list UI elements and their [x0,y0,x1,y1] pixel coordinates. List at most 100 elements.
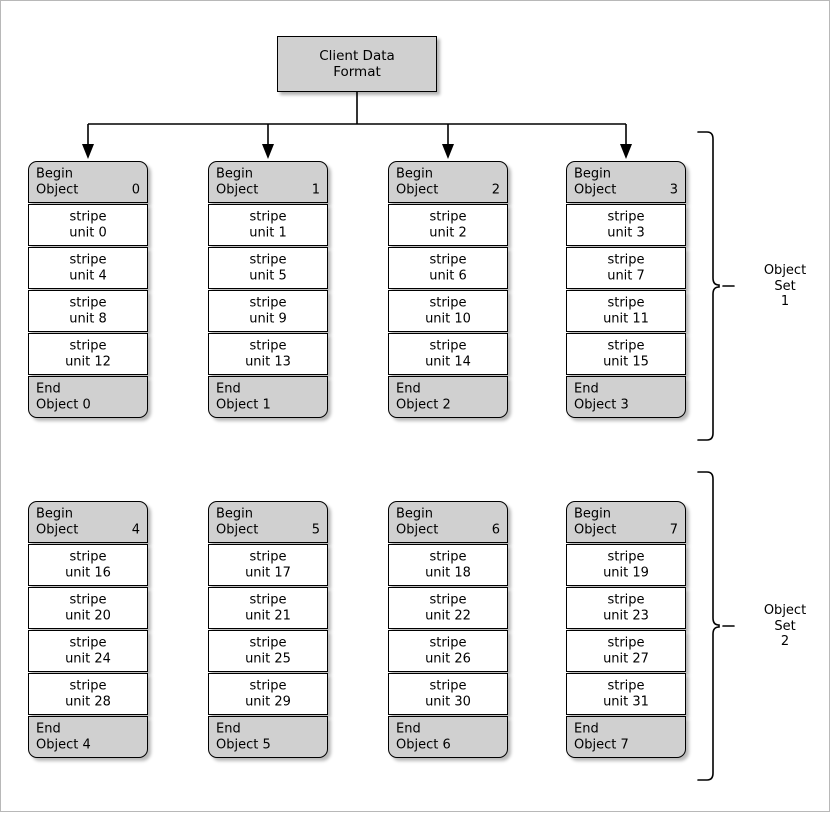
stripe-line2: unit 28 [65,694,111,709]
stripe-line2: unit 29 [245,694,291,709]
object-footer-line1: End [36,721,61,737]
stripe-unit-box[interactable]: stripe unit 2 [388,204,508,246]
stripe-line1: stripe [249,338,287,354]
arrowhead-0 [82,144,94,159]
stripe-line2: unit 9 [249,311,287,326]
stripe-line2: unit 19 [603,565,649,580]
object-footer-box[interactable]: End Object 6 [388,716,508,758]
object-footer-box[interactable]: End Object 0 [28,376,148,418]
object-header-number: 2 [491,182,500,197]
stripe-unit-box[interactable]: stripe unit 25 [208,630,328,672]
stripe-unit-box[interactable]: stripe unit 23 [566,587,686,629]
stripe-unit-box[interactable]: stripe unit 8 [28,290,148,332]
stripe-unit-box[interactable]: stripe unit 3 [566,204,686,246]
object-header-number: 4 [131,522,140,537]
object-footer-line2: Object 4 [36,737,91,752]
object-header-line1: Begin [574,166,612,182]
stripe-line2: unit 17 [245,565,291,580]
stripe-line2: unit 24 [65,651,111,666]
stripe-unit-box[interactable]: stripe unit 20 [28,587,148,629]
object-header-number: 6 [491,522,500,537]
stripe-unit-box[interactable]: stripe unit 14 [388,333,508,375]
stripe-unit-box[interactable]: stripe unit 5 [208,247,328,289]
stripe-unit-box[interactable]: stripe unit 6 [388,247,508,289]
stripe-line2: unit 10 [425,311,471,326]
stripe-unit-box[interactable]: stripe unit 19 [566,544,686,586]
object-header-word: Object [36,182,79,197]
stripe-unit-box[interactable]: stripe unit 10 [388,290,508,332]
stripe-unit-box[interactable]: stripe unit 0 [28,204,148,246]
object-header-box[interactable]: Begin Object 6 [388,501,508,543]
object-footer-box[interactable]: End Object 4 [28,716,148,758]
stripe-unit-box[interactable]: stripe unit 21 [208,587,328,629]
stripe-unit-box[interactable]: stripe unit 24 [28,630,148,672]
stripe-line2: unit 22 [425,608,471,623]
object-footer-line1: End [574,381,599,397]
object-header-line1: Begin [216,506,254,522]
object-header-box[interactable]: Begin Object 1 [208,161,328,203]
object-header-line1: Begin [36,166,74,182]
stripe-line1: stripe [429,209,467,225]
object-footer-box[interactable]: End Object 2 [388,376,508,418]
stripe-unit-box[interactable]: stripe unit 17 [208,544,328,586]
stripe-unit-box[interactable]: stripe unit 31 [566,673,686,715]
object-footer-box[interactable]: End Object 1 [208,376,328,418]
stripe-unit-box[interactable]: stripe unit 11 [566,290,686,332]
stripe-line2: unit 8 [69,311,107,326]
stripe-line2: unit 21 [245,608,291,623]
root-node-client-data-format[interactable]: Client Data Format [277,36,437,92]
object-footer-line2: Object 3 [574,397,629,412]
object-footer-line1: End [216,381,241,397]
stripe-line1: stripe [607,295,645,311]
object-header-line1: Begin [216,166,254,182]
stripe-line1: stripe [69,295,107,311]
object-column-2: Begin Object 2 stripe unit 2 stripe unit… [388,161,508,418]
stripe-line1: stripe [429,295,467,311]
stripe-unit-box[interactable]: stripe unit 12 [28,333,148,375]
stripe-unit-box[interactable]: stripe unit 13 [208,333,328,375]
stripe-unit-box[interactable]: stripe unit 22 [388,587,508,629]
stripe-unit-box[interactable]: stripe unit 1 [208,204,328,246]
object-header-box[interactable]: Begin Object 4 [28,501,148,543]
stripe-unit-box[interactable]: stripe unit 7 [566,247,686,289]
object-header-box[interactable]: Begin Object 5 [208,501,328,543]
stripe-line1: stripe [249,635,287,651]
stripe-unit-box[interactable]: stripe unit 15 [566,333,686,375]
stripe-line1: stripe [69,252,107,268]
stripe-line1: stripe [607,549,645,565]
stripe-unit-box[interactable]: stripe unit 28 [28,673,148,715]
object-header-box[interactable]: Begin Object 0 [28,161,148,203]
object-header-number: 1 [311,182,320,197]
stripe-line1: stripe [249,295,287,311]
stripe-unit-box[interactable]: stripe unit 9 [208,290,328,332]
stripe-unit-box[interactable]: stripe unit 29 [208,673,328,715]
stripe-line1: stripe [607,635,645,651]
stripe-line1: stripe [607,338,645,354]
object-header-word: Object [396,182,439,197]
object-header-box[interactable]: Begin Object 7 [566,501,686,543]
stripe-line1: stripe [249,678,287,694]
brace-object-set-1 [697,131,720,441]
arrowhead-3 [620,144,632,159]
object-header-box[interactable]: Begin Object 3 [566,161,686,203]
stripe-unit-box[interactable]: stripe unit 18 [388,544,508,586]
object-footer-box[interactable]: End Object 5 [208,716,328,758]
object-footer-box[interactable]: End Object 3 [566,376,686,418]
stripe-unit-box[interactable]: stripe unit 27 [566,630,686,672]
object-footer-line1: End [36,381,61,397]
object-header-box[interactable]: Begin Object 2 [388,161,508,203]
object-column-1: Begin Object 1 stripe unit 1 stripe unit… [208,161,328,418]
stripe-unit-box[interactable]: stripe unit 26 [388,630,508,672]
stripe-unit-box[interactable]: stripe unit 16 [28,544,148,586]
object-footer-box[interactable]: End Object 7 [566,716,686,758]
stripe-line1: stripe [249,209,287,225]
stripe-line1: stripe [249,592,287,608]
object-column-3: Begin Object 3 stripe unit 3 stripe unit… [566,161,686,418]
object-header-number: 5 [311,522,320,537]
stripe-unit-box[interactable]: stripe unit 4 [28,247,148,289]
stripe-unit-box[interactable]: stripe unit 30 [388,673,508,715]
stripe-line1: stripe [69,338,107,354]
object-set-1-label: Object Set 1 [763,263,807,309]
stripe-line1: stripe [429,252,467,268]
